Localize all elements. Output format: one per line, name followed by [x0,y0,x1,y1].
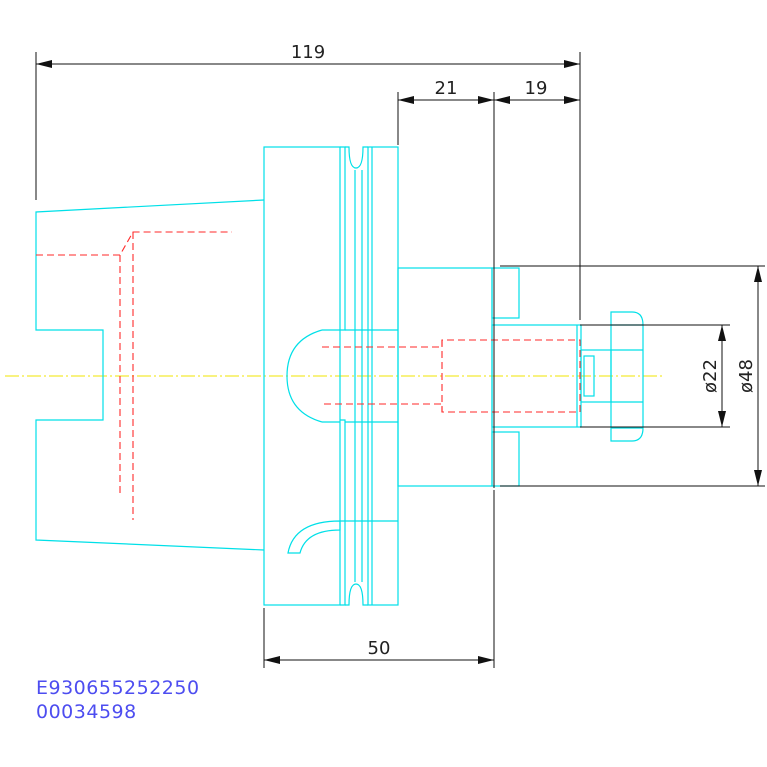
dimension-flange-offset [397,92,495,488]
part-codes: E930655252250 00034598 [36,676,200,724]
dimension-nose-length-label: 19 [525,78,548,99]
nose-section [397,267,582,487]
dimension-outer-diameter [500,265,765,487]
dimension-body-length-label: 50 [368,638,391,659]
taper-shank [35,199,265,551]
hidden-bore [36,231,581,520]
dimension-overall-length-label: 119 [291,42,325,63]
part-code-secondary: 00034598 [36,701,137,723]
dimension-nose-length [494,96,580,104]
dimension-body-length [263,490,495,668]
dimension-bore-diameter [580,324,730,428]
tool-body [263,146,399,606]
dimension-overall-length [35,52,581,320]
dimension-bore-diameter-label: ø22 [700,359,721,393]
dimension-outer-diameter-label: ø48 [736,359,757,393]
part-code-primary: E930655252250 [36,677,200,699]
dimension-flange-offset-label: 21 [435,78,458,99]
